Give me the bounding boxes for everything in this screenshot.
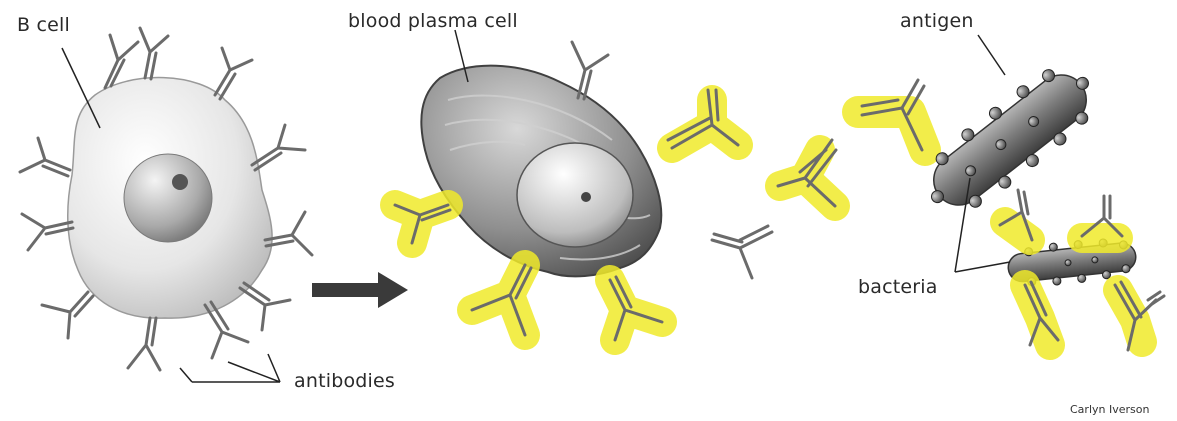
b-cell-nucleolus [172, 174, 188, 190]
antibody-highlighted [1082, 196, 1122, 238]
plasma-cell [421, 66, 661, 277]
label-antibodies: antibodies [294, 372, 395, 391]
antibody-highlighted [1115, 282, 1156, 350]
antibody [712, 226, 772, 278]
label-bacteria: bacteria [858, 278, 938, 297]
antibody [215, 48, 252, 99]
antibody-highlighted [778, 140, 836, 206]
antibody-highlighted [610, 277, 662, 340]
bacterium-large [911, 51, 1110, 228]
antibody-highlighted [472, 265, 531, 335]
free-antibodies [668, 80, 925, 278]
antibody [128, 318, 160, 370]
plasma-cell-nucleus [517, 143, 633, 247]
antibody-highlighted [858, 80, 925, 150]
plasma-cell-nucleolus [581, 192, 591, 202]
antibodies-leader [180, 354, 280, 382]
transition-arrow [312, 272, 408, 308]
label-plasma-cell: blood plasma cell [348, 12, 518, 31]
credit-text: Carlyn Iverson [1070, 404, 1149, 415]
antibody-highlighted [395, 205, 450, 243]
label-b-cell: B cell [17, 16, 70, 35]
antibody [42, 292, 93, 338]
b-cell [68, 78, 272, 319]
antibody-highlighted [1025, 282, 1058, 345]
antigen-leader [978, 35, 1005, 75]
antibody-highlighted [668, 90, 738, 148]
b-cell-nucleus [124, 154, 212, 242]
antibody [20, 138, 70, 176]
antibody [140, 28, 168, 79]
antibody [22, 214, 73, 250]
label-antigen: antigen [900, 12, 974, 31]
antibody [252, 125, 305, 170]
antibody-highlighted [1000, 190, 1032, 240]
